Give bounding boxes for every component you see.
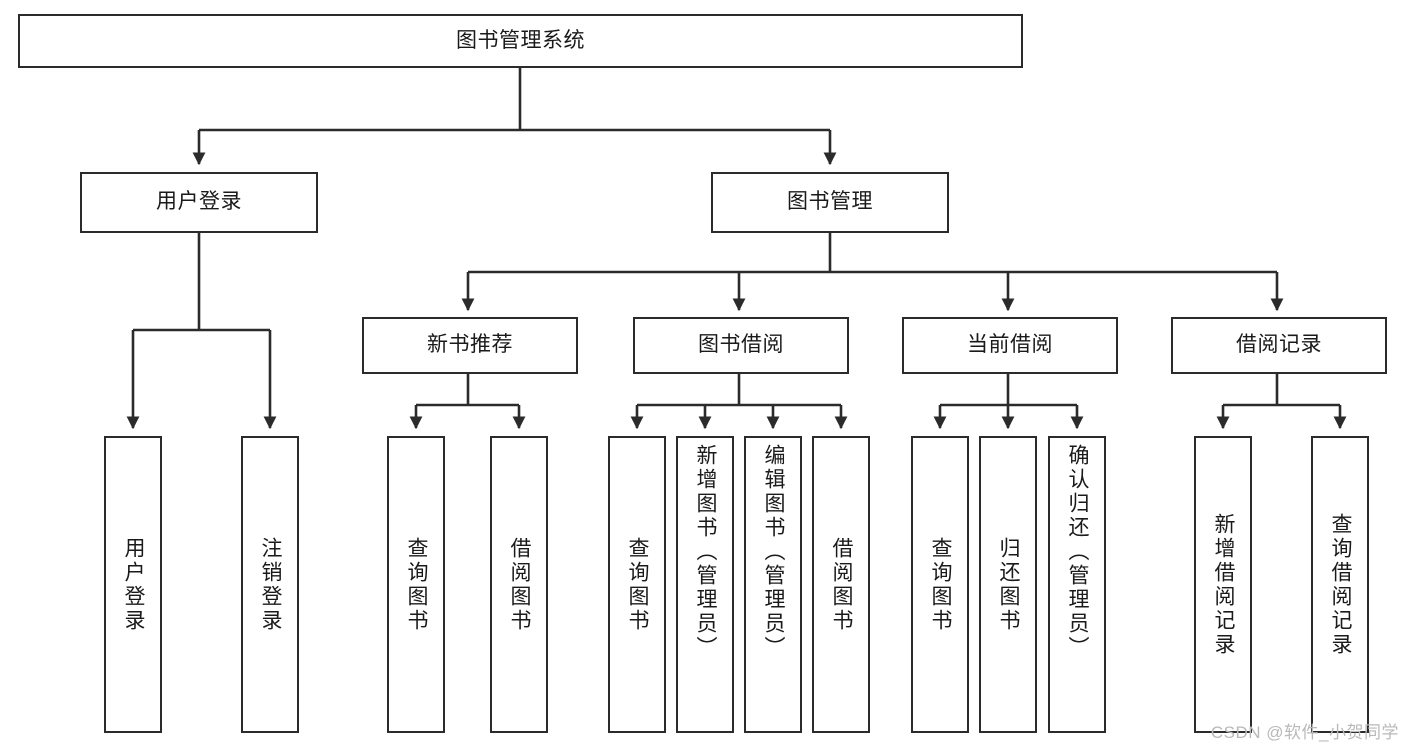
node-label: 当前借阅 [967, 333, 1053, 357]
node-label: 查询图书 [405, 536, 429, 633]
node-book-management[interactable]: 图书管理 [711, 172, 949, 233]
leaf-borrow-record-add-record[interactable]: 新增借阅记录 [1194, 436, 1252, 733]
leaf-new-book-query-book[interactable]: 查询图书 [387, 436, 445, 733]
node-label: 新书推荐 [427, 333, 513, 357]
leaf-book-borrow-query-book[interactable]: 查询图书 [608, 436, 666, 733]
node-label: 注销登录 [259, 536, 283, 633]
node-label: 图书管理系统 [456, 28, 585, 52]
node-borrow-record[interactable]: 借阅记录 [1171, 317, 1387, 374]
node-label: 图书管理 [787, 190, 873, 214]
node-label: 新增借阅记录 [1212, 512, 1236, 657]
csdn-watermark: CSDN @软件_小贺同学 [1210, 723, 1399, 742]
node-label: 借阅图书 [508, 536, 532, 633]
leaf-book-borrow-edit-book-admin[interactable]: 编辑图书（管理员） [744, 436, 802, 733]
node-label: 借阅记录 [1236, 333, 1322, 357]
leaf-current-borrow-confirm-return-admin[interactable]: 确认归还（管理员） [1048, 436, 1106, 733]
node-current-borrow[interactable]: 当前借阅 [902, 317, 1118, 374]
node-label: 用户登录 [156, 190, 242, 214]
node-label: 新增图书（管理员） [694, 444, 718, 660]
node-root-book-management-system[interactable]: 图书管理系统 [18, 14, 1023, 68]
node-label: 编辑图书（管理员） [762, 444, 786, 660]
node-new-book-recommend[interactable]: 新书推荐 [362, 317, 578, 374]
node-label: 确认归还（管理员） [1066, 444, 1090, 660]
node-book-borrow[interactable]: 图书借阅 [633, 317, 849, 374]
leaf-user-login-logout[interactable]: 注销登录 [241, 436, 299, 733]
node-user-login[interactable]: 用户登录 [80, 172, 318, 233]
node-label: 查询图书 [929, 536, 953, 633]
node-label: 归还图书 [997, 536, 1021, 633]
node-label: 查询借阅记录 [1329, 512, 1353, 657]
node-label: 用户登录 [122, 536, 146, 633]
node-label: 图书借阅 [698, 333, 784, 357]
leaf-current-borrow-return-book[interactable]: 归还图书 [979, 436, 1037, 733]
leaf-new-book-borrow-book[interactable]: 借阅图书 [490, 436, 548, 733]
leaf-current-borrow-query-book[interactable]: 查询图书 [911, 436, 969, 733]
leaf-borrow-record-query-record[interactable]: 查询借阅记录 [1311, 436, 1369, 733]
leaf-user-login-login[interactable]: 用户登录 [104, 436, 162, 733]
node-label: 查询图书 [626, 536, 650, 633]
leaf-book-borrow-borrow-book[interactable]: 借阅图书 [812, 436, 870, 733]
leaf-book-borrow-add-book-admin[interactable]: 新增图书（管理员） [676, 436, 734, 733]
node-label: 借阅图书 [830, 536, 854, 633]
